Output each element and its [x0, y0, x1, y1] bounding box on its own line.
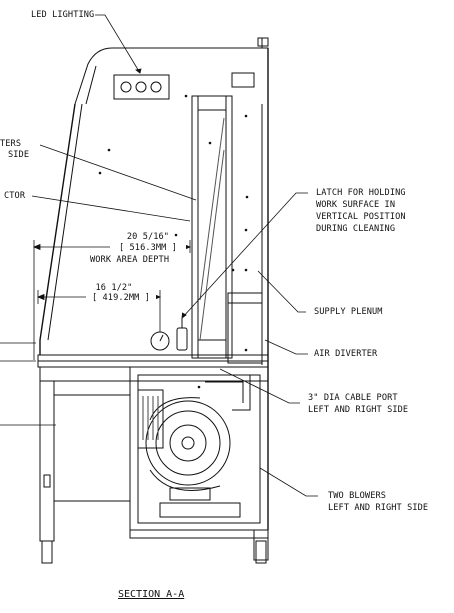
stand-foot-left [41, 540, 53, 564]
leader-supply-plenum [257, 270, 306, 313]
led-light-3 [150, 81, 162, 93]
latch-label-line1: LATCH FOR HOLDING [316, 188, 406, 198]
leader-cable-port [219, 368, 300, 404]
leader-latch [181, 192, 308, 319]
cable-port-tube [200, 374, 251, 411]
blower-wheel-inner [169, 424, 207, 462]
blowers-label-line1: TWO BLOWERS [328, 491, 387, 501]
supply-plenum-box [227, 292, 263, 364]
latch-label-line4: DURING CLEANING [316, 224, 396, 234]
air-diverter-label: AIR DIVERTER [314, 349, 378, 359]
stand-leg-left [39, 380, 55, 542]
cable-port-label-line2: LEFT AND RIGHT SIDE [308, 405, 409, 415]
latch [176, 327, 188, 351]
blower-wheel-outer [145, 400, 231, 486]
electrical-panel [137, 389, 164, 449]
led-light-2 [135, 81, 147, 93]
hepa-filter [191, 95, 233, 359]
cabinet-hood-inner [85, 65, 97, 105]
latch-label-line3: VERTICAL POSITION [316, 212, 406, 222]
dim-work-area-depth-caption: WORK AREA DEPTH [90, 255, 170, 265]
leader-sector [31, 195, 191, 222]
supply-plenum-label: SUPPLY PLENUM [314, 307, 383, 317]
leader-led-lighting [95, 14, 141, 74]
led-lighting-label: LED LIGHTING [31, 10, 95, 20]
dim-work-area-depth-mm: [ 516.3MM ] [110, 243, 186, 253]
lower-shelf [53, 380, 131, 502]
blower-wheel-mid [155, 410, 221, 476]
blowers-label-line2: LEFT AND RIGHT SIDE [328, 503, 429, 513]
led-light-1 [120, 81, 132, 93]
work-surface-tray [39, 366, 269, 382]
filters-label-line1: TERS [0, 139, 22, 149]
cabinet-hood-outline [74, 47, 269, 105]
sector-label: CTOR [4, 191, 26, 201]
blower-motor-mount [169, 487, 211, 501]
front-sash [39, 103, 76, 355]
latch-label-line2: WORK SURFACE IN [316, 200, 396, 210]
dim-inner-depth-inches: 16 1/2" [95, 283, 133, 293]
section-title: SECTION A-A [118, 589, 185, 600]
control-panel-box [231, 72, 255, 88]
stand-foot-right [255, 540, 267, 564]
dim-inner-depth-mm: [ 419.2MM ] [86, 293, 156, 303]
led-light-housing [113, 74, 170, 100]
leader-air-diverter [264, 339, 308, 355]
dim-work-area-depth-inches: 20 5/16" [126, 232, 170, 242]
filters-label-line2: SIDE [8, 150, 30, 160]
blower-hub [181, 436, 195, 450]
leader-blowers [259, 467, 318, 497]
cable-port-label-line1: 3" DIA CABLE PORT [308, 393, 398, 403]
leader-filters [39, 144, 197, 201]
